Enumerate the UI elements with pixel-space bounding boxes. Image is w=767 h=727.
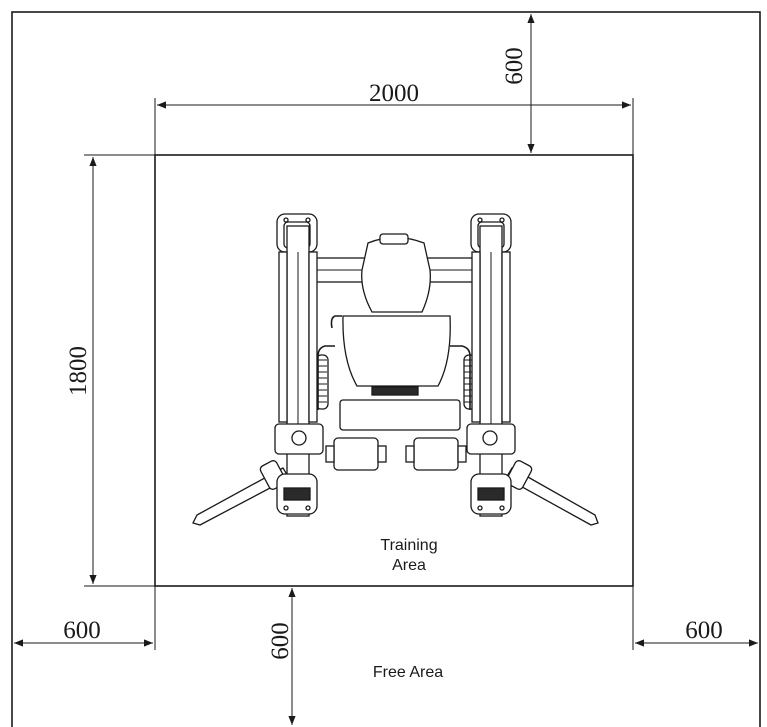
right-side-grip: [450, 345, 471, 410]
dimension-top-width: 2000: [369, 80, 419, 107]
left-upright: [274, 213, 324, 517]
left-roller: [325, 437, 387, 471]
free-area-label: Free Area: [373, 664, 443, 681]
dimension-bottom-clearance: 600: [267, 622, 294, 660]
seat: [342, 315, 451, 387]
training-area-label-line2: Area: [392, 557, 426, 574]
training-area-label-line1: Training: [380, 537, 437, 554]
right-roller: [405, 437, 467, 471]
right-handle: [505, 460, 599, 526]
training-area-boundary: [154, 154, 634, 587]
dimension-right-clearance: 600: [685, 617, 723, 644]
exercise-machine-drawing: [192, 213, 599, 526]
left-handle: [192, 460, 290, 526]
dimension-lines: [14, 14, 758, 725]
footrest-bar: [339, 399, 461, 431]
free-area-boundary: [11, 11, 761, 727]
dimension-left-height: 1800: [65, 346, 92, 396]
extension-lines: [84, 98, 634, 650]
backrest: [361, 236, 431, 313]
dimension-top-clearance: 600: [501, 47, 528, 85]
dimension-left-clearance: 600: [63, 617, 101, 644]
right-upright: [466, 213, 516, 517]
